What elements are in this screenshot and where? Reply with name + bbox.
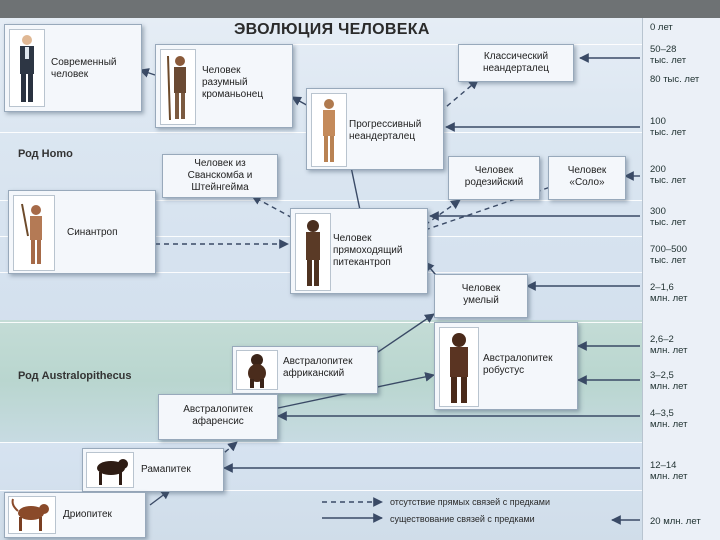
link-dryopithecus-to-ramapithecus xyxy=(150,490,170,505)
node-cromagnon-line1: Человек xyxy=(202,65,263,77)
timeline-line: млн. лет xyxy=(650,419,687,430)
timeline-label: 20 млн. лет xyxy=(650,516,701,527)
node-cromagnon: Человек разумный кроманьонец xyxy=(155,44,293,128)
timeline-line: 3–2,5 xyxy=(650,370,687,381)
link-cromagnon-to-modern xyxy=(140,70,155,75)
node-africanus: Австралопитек африканский xyxy=(232,346,378,394)
node-pithecanthropus-line3: питекантроп xyxy=(333,257,402,269)
node-robustus-line2: робустус xyxy=(483,365,553,377)
timeline-line: млн. лет xyxy=(650,471,687,482)
pithecanthropus-figure-icon xyxy=(295,213,331,291)
node-ramapithecus: Рамапитек xyxy=(82,448,224,492)
timeline-line: 700–500 xyxy=(650,244,687,255)
timeline-line: 50–28 xyxy=(650,44,686,55)
node-cromagnon-line3: кроманьонец xyxy=(202,89,263,101)
node-solo: Человек «Соло» xyxy=(548,156,626,200)
legend-dashed-label: отсутствие прямых связей с предками xyxy=(390,497,550,507)
node-sinanthropus: Синантроп xyxy=(8,190,156,274)
node-sinanthropus-label: Синантроп xyxy=(67,227,118,239)
timeline-label: 2–1,6 млн. лет xyxy=(650,282,687,304)
node-modern-human: Современный человек xyxy=(4,24,142,112)
node-pithecanthropus-line2: прямоходящий xyxy=(333,245,402,257)
timeline-label: 4–3,5 млн. лет xyxy=(650,408,687,430)
timeline-line: млн. лет xyxy=(650,381,687,392)
node-progressive-neanderthal: Прогрессивный неандерталец xyxy=(306,88,444,170)
node-swanscombe: Человек из Сванскомба и Штейнгейма xyxy=(162,154,278,198)
timeline-line: 100 xyxy=(650,116,686,127)
timeline-line: млн. лет xyxy=(650,345,687,356)
link-pithecanthropus-to-rhodesian xyxy=(425,200,460,225)
node-dryopithecus-label: Дриопитек xyxy=(63,509,112,521)
node-rhodesian: Человек родезийский xyxy=(448,156,540,200)
node-afarensis-line2: афаренсис xyxy=(159,416,277,428)
node-modern-line2: человек xyxy=(51,69,116,81)
node-habilis: Человек умелый xyxy=(434,274,528,318)
ramapithecus-figure-icon xyxy=(86,452,134,488)
node-classic-line1: Классический xyxy=(459,51,573,63)
timeline-label: 12–14 млн. лет xyxy=(650,460,687,482)
timeline-label: 0 лет xyxy=(650,22,673,33)
node-africanus-line1: Австралопитек xyxy=(283,356,353,368)
node-progressive-line1: Прогрессивный xyxy=(349,119,421,131)
node-modern-line1: Современный xyxy=(51,57,116,69)
timeline-label: 300 тыс. лет xyxy=(650,206,686,228)
timeline-line: 0 лет xyxy=(650,22,673,33)
node-rhodesian-line2: родезийский xyxy=(449,177,539,189)
node-progressive-line2: неандерталец xyxy=(349,131,421,143)
timeline-line: 20 млн. лет xyxy=(650,516,701,527)
sinanthropus-figure-icon xyxy=(13,195,55,271)
timeline-line: 200 xyxy=(650,164,686,175)
node-pithecanthropus: Человек прямоходящий питекантроп xyxy=(290,208,428,294)
node-classic-line2: неандерталец xyxy=(459,63,573,75)
timeline-label: 3–2,5 млн. лет xyxy=(650,370,687,392)
node-solo-line2: «Соло» xyxy=(549,177,625,189)
timeline-label: 2,6–2 млн. лет xyxy=(650,334,687,356)
node-cromagnon-line2: разумный xyxy=(202,77,263,89)
timeline-label: 200 тыс. лет xyxy=(650,164,686,186)
timeline-line: 2,6–2 xyxy=(650,334,687,345)
timeline-line: 300 xyxy=(650,206,686,217)
neanderthal-figure-icon xyxy=(311,93,347,167)
node-swanscombe-line2: Сванскомба и xyxy=(163,170,277,182)
modern-human-figure-icon xyxy=(9,29,45,107)
node-habilis-line2: умелый xyxy=(435,295,527,307)
node-afarensis-line1: Австралопитек xyxy=(159,404,277,416)
node-africanus-line2: африканский xyxy=(283,368,353,380)
node-ramapithecus-label: Рамапитек xyxy=(141,464,191,476)
timeline-line: тыс. лет xyxy=(650,127,686,138)
dryopithecus-figure-icon xyxy=(8,496,56,534)
node-pithecanthropus-line1: Человек xyxy=(333,233,402,245)
node-swanscombe-line1: Человек из xyxy=(163,158,277,170)
node-classic-neanderthal: Классический неандерталец xyxy=(458,44,574,82)
timeline-label: 700–500 тыс. лет xyxy=(650,244,687,266)
legend-solid-label: существование связей с предками xyxy=(390,514,535,524)
timeline-line: 2–1,6 xyxy=(650,282,687,293)
node-swanscombe-line3: Штейнгейма xyxy=(163,182,277,194)
node-robustus: Австралопитек робустус xyxy=(434,322,578,410)
node-solo-line1: Человек xyxy=(549,165,625,177)
timeline-label: 80 тыс. лет xyxy=(650,74,699,85)
link-africanus-to-habilis xyxy=(378,314,434,352)
node-robustus-line1: Австралопитек xyxy=(483,353,553,365)
australopithecus-robustus-figure-icon xyxy=(439,327,479,407)
node-habilis-line1: Человек xyxy=(435,283,527,295)
australopithecus-africanus-figure-icon xyxy=(236,350,278,390)
node-dryopithecus: Дриопитек xyxy=(4,492,146,538)
timeline-label: 50–28 тыс. лет xyxy=(650,44,686,66)
timeline-line: 12–14 xyxy=(650,460,687,471)
timeline-label: 100 тыс. лет xyxy=(650,116,686,138)
node-afarensis: Австралопитек афаренсис xyxy=(158,394,278,440)
timeline-line: тыс. лет xyxy=(650,175,686,186)
timeline-line: 80 тыс. лет xyxy=(650,74,699,85)
timeline-line: 4–3,5 xyxy=(650,408,687,419)
timeline-line: тыс. лет xyxy=(650,55,686,66)
timeline-line: млн. лет xyxy=(650,293,687,304)
node-rhodesian-line1: Человек xyxy=(449,165,539,177)
link-progressive-to-classic xyxy=(440,80,478,112)
timeline-line: тыс. лет xyxy=(650,255,687,266)
cromagnon-figure-icon xyxy=(160,49,196,125)
timeline-line: тыс. лет xyxy=(650,217,686,228)
